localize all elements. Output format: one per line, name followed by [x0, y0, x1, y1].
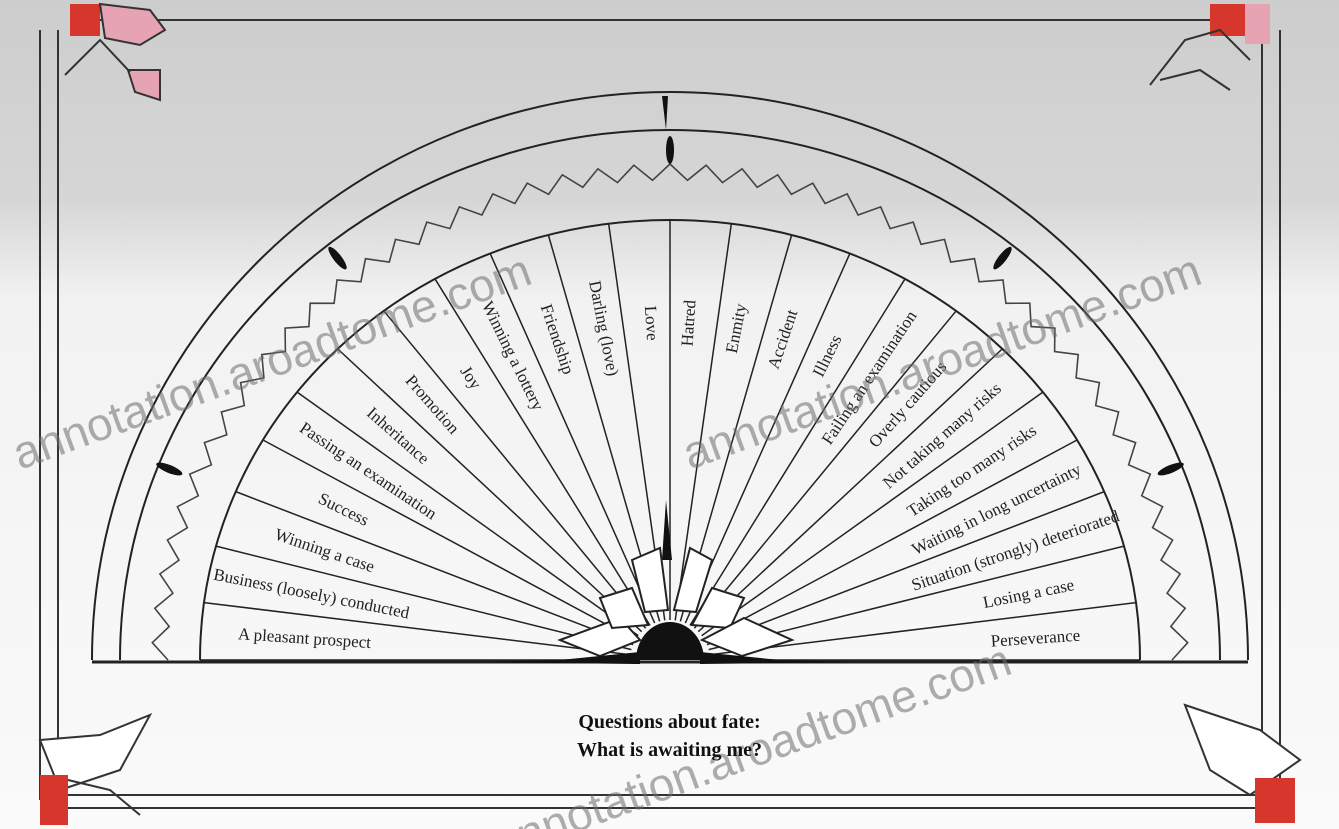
- left-sector-label: Love: [641, 305, 662, 341]
- arch-marker: [326, 245, 350, 272]
- right-sector-label: Losing a case: [981, 575, 1075, 612]
- right-sector-label: Hatred: [678, 299, 700, 347]
- arch-marker: [1156, 460, 1185, 478]
- left-sector-label: A pleasant prospect: [238, 624, 372, 652]
- fan-divider: [435, 279, 650, 625]
- left-sector-label: Winning a lottery: [478, 298, 548, 414]
- arch-marker: [991, 245, 1015, 272]
- decorative-frame: [40, 20, 1280, 808]
- left-sector-label: Promotion: [402, 371, 464, 438]
- chart-caption: Questions about fate: What is awaiting m…: [0, 708, 1339, 764]
- caption-line-1: Questions about fate:: [0, 708, 1339, 736]
- arch-marker: [155, 460, 184, 478]
- right-sector-label: Enmity: [722, 301, 750, 354]
- left-sector-label: Business (loosely) conducted: [212, 565, 412, 623]
- left-sector-label: Inheritance: [363, 403, 433, 468]
- left-sector-label: Darling (love): [585, 279, 622, 378]
- caption-line-2: What is awaiting me?: [0, 736, 1339, 764]
- corner-ornament-top-left: [65, 4, 165, 100]
- arch-marker: [666, 136, 674, 164]
- left-sector-label: Passing an examination: [296, 418, 440, 523]
- left-sector-label: Friendship: [537, 302, 578, 377]
- left-sector-label: Winning a case: [272, 525, 377, 577]
- right-sector-label: Situation (strongly) deteriorated: [909, 506, 1122, 594]
- corner-ornament-top-right: [1150, 4, 1270, 90]
- left-sector-label: Joy: [456, 362, 485, 393]
- right-sector-label: Accident: [764, 307, 802, 371]
- left-sector-label: Success: [315, 489, 372, 530]
